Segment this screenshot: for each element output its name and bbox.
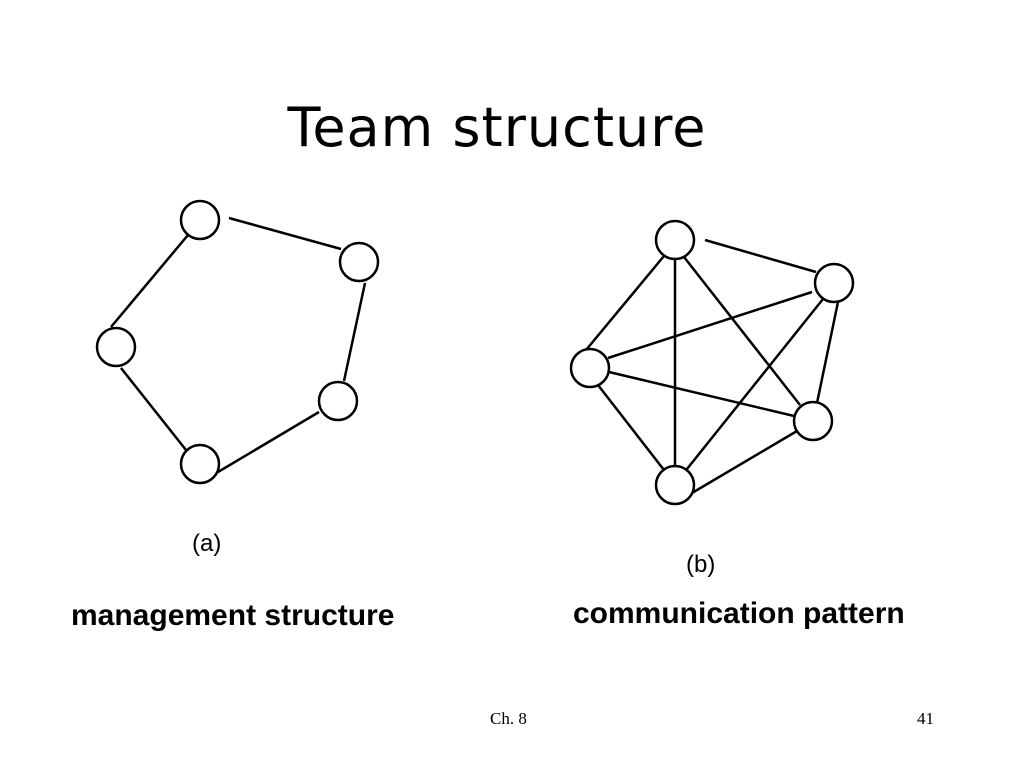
diagram-a-label: (a) bbox=[192, 530, 222, 557]
edge-a-4-3 bbox=[217, 410, 320, 474]
edge-a-5-4 bbox=[120, 367, 187, 451]
node-a-4 bbox=[179, 443, 221, 485]
edge-b-5-2 bbox=[607, 290, 813, 360]
edge-b-1-2 bbox=[704, 238, 817, 274]
edge-a-1-2 bbox=[228, 216, 342, 251]
node-b-3 bbox=[792, 400, 834, 442]
node-b-5 bbox=[569, 347, 611, 389]
node-a-2 bbox=[338, 241, 380, 283]
edge-b-5-3 bbox=[608, 370, 795, 418]
diagram-a-caption: management structure bbox=[71, 599, 395, 632]
node-a-3 bbox=[317, 380, 359, 422]
edge-a-2-3 bbox=[342, 282, 367, 382]
edge-b-2-4 bbox=[686, 298, 824, 470]
node-b-1 bbox=[654, 219, 696, 261]
edge-b-1-3 bbox=[683, 256, 801, 406]
diagram-b-caption: communication pattern bbox=[573, 597, 905, 630]
slide-title: Team structure bbox=[287, 96, 707, 159]
footer-chapter: Ch. 8 bbox=[490, 709, 527, 728]
diagram-b-label: (b) bbox=[686, 551, 716, 578]
edge-b-1-5 bbox=[585, 255, 665, 351]
edge-b-2-3 bbox=[815, 301, 840, 404]
node-a-1 bbox=[179, 199, 221, 241]
node-b-2 bbox=[813, 262, 855, 304]
node-a-5 bbox=[95, 326, 137, 368]
edge-b-4-3 bbox=[691, 429, 798, 495]
edge-b-5-4 bbox=[597, 384, 665, 471]
footer-page-number: 41 bbox=[917, 709, 934, 728]
edge-a-1-5 bbox=[110, 234, 189, 328]
node-b-4 bbox=[654, 464, 696, 506]
